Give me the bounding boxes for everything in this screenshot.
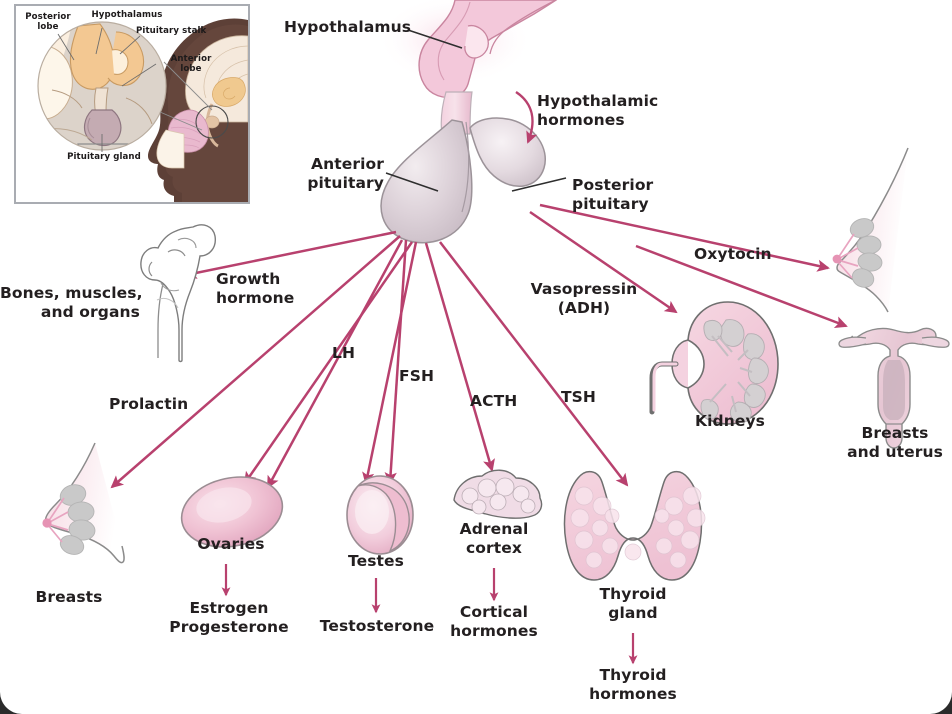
label-acth: ACTH (470, 392, 518, 410)
inset-label-hypothalamus: Hypothalamus (91, 10, 163, 20)
inset-label-pituitary-stalk: Pituitary stalk (136, 26, 207, 36)
secretion-arrow-group (221, 564, 638, 665)
arrow-vasopressin (529, 210, 678, 314)
hormone-arrow-group (110, 203, 848, 489)
label-hypothalamus: Hypothalamus (284, 18, 412, 36)
label-adrenal-cortex: Adrenal cortex (459, 520, 529, 557)
adrenal-cortex-illustration (453, 469, 543, 519)
label-oxytocin: Oxytocin (694, 245, 772, 263)
label-tsh: TSH (561, 388, 597, 406)
label-breasts-and-uterus: Breasts and uterus (847, 424, 943, 461)
uterus-illustration (838, 327, 950, 449)
label-ovaries: Ovaries (197, 535, 265, 553)
arrow-oxytocin-uterus (635, 244, 848, 328)
leader-lines (385, 29, 567, 192)
label-anterior-pituitary: Anterior pituitary (307, 155, 384, 192)
bone-illustration (140, 224, 216, 363)
breast-illustration-right (832, 147, 909, 313)
inset-artwork (37, 18, 248, 202)
label-fsh: FSH (399, 367, 435, 385)
label-estrogen-progesterone: Estrogen Progesterone (169, 599, 289, 636)
leader-posterior-pituitary (511, 177, 567, 192)
label-bones-muscles-organs: Bones, muscles, and organs (0, 284, 143, 321)
magnified-pituitary-circle (37, 21, 167, 151)
hypothalamus-shape (418, 0, 558, 99)
arrow-acth (424, 242, 495, 472)
label-growth-hormone: Growth hormone (216, 270, 295, 307)
inset-label-pituitary-gland: Pituitary gland (67, 152, 141, 162)
inset-label-anterior-lobe: Anterior lobe (170, 54, 212, 75)
arrow-lh-testes (384, 239, 408, 485)
label-cortical-hormones: Cortical hormones (450, 603, 538, 640)
pituitary-anatomy-inset: Posterior lobe Hypothalamus Pituitary st… (14, 4, 250, 204)
label-vasopressin: Vasopressin (ADH) (530, 280, 638, 317)
arrow-fsh-ovaries (243, 241, 414, 485)
label-kidneys: Kidneys (695, 412, 765, 430)
label-testosterone: Testosterone (319, 617, 435, 635)
thyroid-gland-illustration (563, 470, 706, 581)
brain-illustration (156, 35, 248, 169)
label-prolactin: Prolactin (109, 395, 189, 413)
label-hypothalamic-hormones: Hypothalamic hormones (537, 92, 659, 129)
arrow-growth-hormone (184, 230, 397, 279)
arrow-tsh (439, 241, 629, 487)
testes-illustration (346, 475, 414, 555)
leader-anterior-pituitary (385, 172, 439, 192)
arrow-lh-ovaries (266, 239, 404, 489)
arrow-oxytocin-breast (539, 203, 830, 272)
inset-label-posterior-lobe: Posterior lobe (25, 12, 71, 33)
label-breasts: Breasts (35, 588, 103, 606)
arrow-prolactin (110, 235, 401, 489)
arrow-fsh-testes (362, 241, 418, 485)
label-testes: Testes (347, 552, 404, 570)
kidneys-illustration (649, 301, 779, 425)
inset-leader-lines (57, 27, 157, 152)
posterior-pituitary-shape (469, 117, 546, 187)
anterior-pituitary-shape (380, 119, 473, 244)
label-lh: LH (332, 344, 356, 362)
label-posterior-pituitary: Posterior pituitary (572, 176, 654, 213)
inset-magnifier-connectors (159, 61, 213, 131)
label-thyroid-hormones: Thyroid hormones (589, 666, 677, 703)
hypothalamic-hormones-arrow (515, 91, 538, 144)
label-thyroid-gland: Thyroid gland (599, 585, 667, 622)
ovaries-illustration (180, 476, 284, 548)
leader-hypothalamus (407, 29, 463, 49)
breast-illustration-left (42, 442, 125, 564)
